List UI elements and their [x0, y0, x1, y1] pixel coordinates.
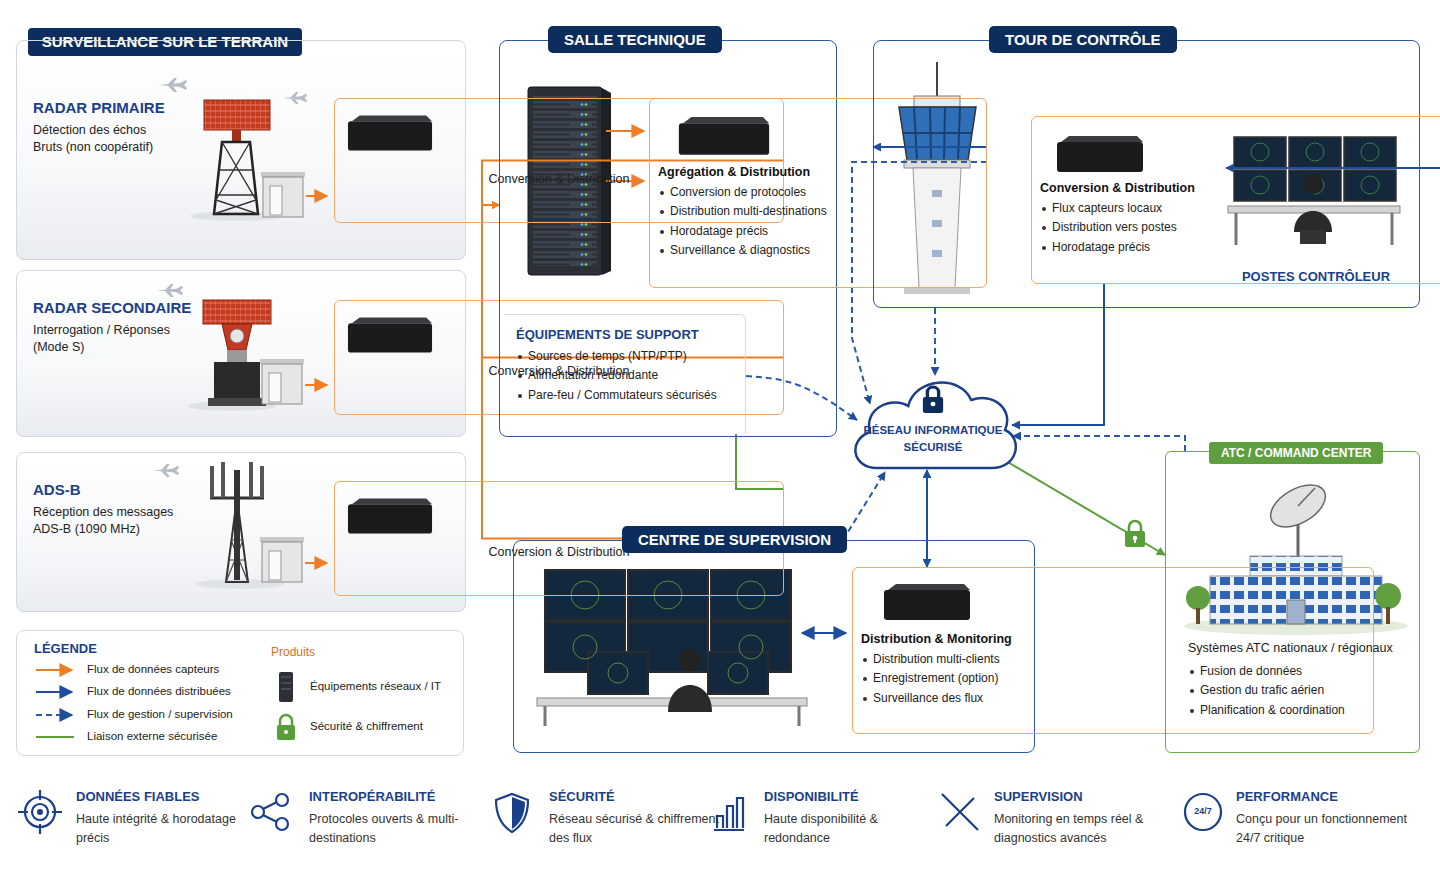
- feature-text: Monitoring en temps réel & diagnostics a…: [994, 810, 1174, 848]
- node-text: Interrogation / Réponses (Mode S): [33, 322, 193, 356]
- atc-panel: ATC / COMMAND CENTERSystèmes ATC nationa…: [1165, 451, 1420, 753]
- node-text: Horodatage précis: [1040, 239, 1440, 256]
- node-title: SURVEILLANCE SUR LE TERRAIN: [40, 28, 290, 56]
- feature-text: Haute disponibilité & redondance: [764, 810, 934, 848]
- room-panel: TOUR DE CONTRÔLEConversion & Distributio…: [873, 40, 1420, 308]
- icon-label: 24/7: [1189, 806, 1217, 816]
- node-text: Produits: [271, 645, 315, 659]
- legend-entry: Flux de données capteurs: [87, 663, 219, 675]
- support-box: ÉQUIPEMENTS DE SUPPORT Sources de temps (…: [504, 314, 746, 434]
- sensor-card: ADS-B Réception des messages ADS-B (1090 …: [16, 452, 466, 612]
- aggregation-box: Agrégation & DistributionConversion de p…: [649, 98, 987, 288]
- connector: [934, 308, 936, 375]
- conversion-box: Conversion & DistributionFlux capteurs l…: [1031, 116, 1440, 284]
- node-title: Conversion & Distribution: [1040, 181, 1440, 195]
- node-title: RADAR PRIMAIRE: [33, 99, 465, 116]
- node-title: ADS-B: [33, 481, 465, 498]
- connector: [926, 470, 928, 567]
- network-cloud: RÉSEAU INFORMATIQUE SÉCURISÉ: [843, 358, 1023, 483]
- node-text: Horodatage précis: [658, 223, 980, 240]
- connector: [746, 376, 857, 420]
- room-panel: CENTRE DE SUPERVISIONDistribution & Moni…: [513, 540, 1035, 753]
- node-text: Gestion du trafic aérien: [1188, 682, 1409, 699]
- node-title: LÉGENDE: [34, 641, 446, 656]
- controller-station: POSTES CONTRÔLEUR: [1226, 131, 1406, 291]
- feature-title: INTEROPÉRABILITÉ: [309, 789, 509, 804]
- room-panel: SALLE TECHNIQUEAgrégation & Distribution…: [499, 40, 837, 437]
- node-title: ÉQUIPEMENTS DE SUPPORT: [516, 327, 737, 342]
- node-text: Sources de temps (NTP/PTP): [516, 348, 737, 365]
- legend-entry: Sécurité & chiffrement: [310, 720, 423, 732]
- feature-title: DISPONIBILITÉ: [764, 789, 964, 804]
- node-title: CENTRE DE SUPERVISION: [622, 526, 847, 553]
- feature-text: Haute intégrité & horodatage précis: [76, 810, 246, 848]
- connector: [843, 472, 885, 540]
- connector: [873, 146, 987, 148]
- node-text: Détection des échos Bruts (non coopérati…: [33, 122, 173, 156]
- sensor-card: RADAR PRIMAIRE Détection des échos Bruts …: [16, 40, 466, 260]
- node-text: Réception des messages ADS-B (1090 MHz): [33, 504, 193, 538]
- connector: [1013, 436, 1185, 451]
- feature-text: Protocoles ouverts & multi-destinations: [309, 810, 479, 848]
- connector: [1226, 167, 1440, 169]
- node-title: RÉSEAU INFORMATIQUE SÉCURISÉ: [853, 422, 1013, 455]
- node-text: Distribution vers postes: [1040, 219, 1440, 236]
- legend-entry: Flux de données distribuées: [87, 685, 231, 697]
- legend-entry: Flux de gestion / supervision: [87, 708, 233, 720]
- node-title: Agrégation & Distribution: [658, 165, 980, 179]
- node-text: Surveillance & diagnostics: [658, 242, 980, 259]
- cloud-shape: [843, 358, 1023, 483]
- feature-title: SÉCURITÉ: [549, 789, 749, 804]
- node-text: Pare-feu / Commutateurs sécurisés: [516, 387, 737, 404]
- node-title: ATC / COMMAND CENTER: [1209, 442, 1383, 464]
- conversion-box: Conversion & Distribution: [334, 98, 784, 223]
- feature-title: SUPERVISION: [994, 789, 1194, 804]
- node-text: Conversion de protocoles: [658, 184, 980, 201]
- feature-text: Conçu pour un fonctionnement 24/7 critiq…: [1236, 810, 1428, 848]
- node-text: Planification & coordination: [1188, 702, 1409, 719]
- legend-box: LÉGENDEProduitsFlux de données capteursF…: [16, 630, 464, 756]
- node-title: RADAR SECONDAIRE: [33, 299, 465, 316]
- feature-title: DONNÉES FIABLES: [76, 789, 276, 804]
- node-title: POSTES CONTRÔLEUR: [1226, 269, 1406, 284]
- connector: [1012, 284, 1104, 425]
- node-title: TOUR DE CONTRÔLE: [989, 26, 1177, 53]
- node-text: Systèmes ATC nationaux / régionaux: [1188, 640, 1409, 657]
- node-text: Alimentation redondante: [516, 367, 737, 384]
- node-text: Flux capteurs locaux: [1040, 200, 1440, 217]
- feature-text: Réseau sécurisé & chiffrement des flux: [549, 810, 719, 848]
- sensor-card: RADAR SECONDAIRE Interrogation / Réponses…: [16, 270, 466, 437]
- legend-entry: Équipements réseaux / IT: [310, 680, 441, 692]
- section-tab: SURVEILLANCE SUR LE TERRAIN: [28, 28, 302, 56]
- feature-title: PERFORMANCE: [1236, 789, 1426, 804]
- node-text: Distribution multi-destinations: [658, 203, 980, 220]
- legend-entry: Liaison externe sécurisée: [87, 730, 217, 742]
- node-text: Fusion de données: [1188, 663, 1409, 680]
- node-title: SALLE TECHNIQUE: [548, 26, 722, 53]
